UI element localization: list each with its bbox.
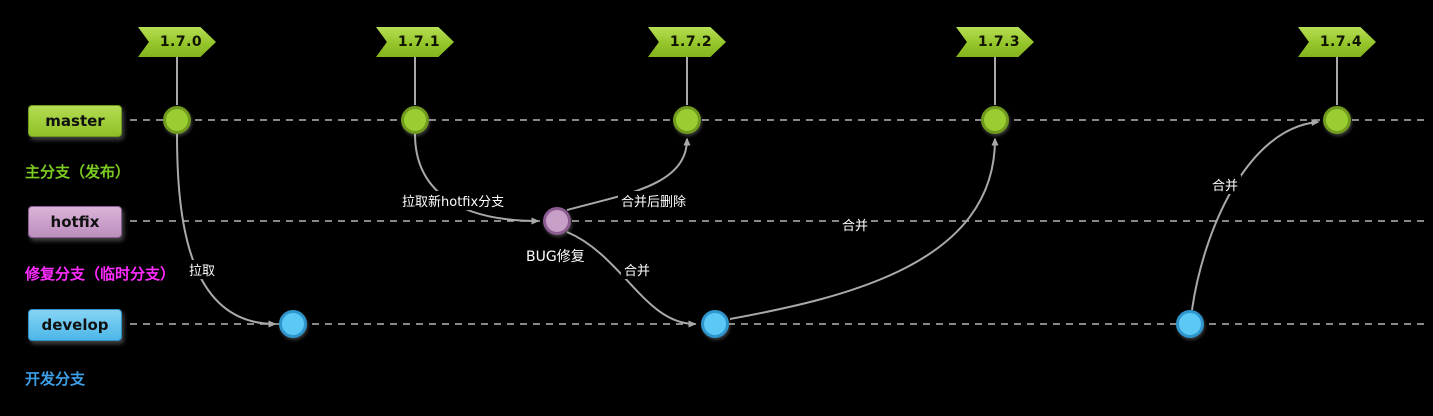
branch-label-master: master xyxy=(28,105,122,137)
commit-node-develop-1 xyxy=(279,310,307,338)
edge-label-merge-develop: 合并 xyxy=(621,260,654,279)
commit-node-master-172 xyxy=(673,106,701,134)
commit-node-master-170 xyxy=(163,106,191,134)
edge-hotfix-to-master172 xyxy=(566,137,691,211)
commit-node-hotfix-bugfix xyxy=(543,207,571,235)
commit-node-develop-2 xyxy=(701,310,729,338)
edge-label-merge-173: 合并 xyxy=(839,215,872,234)
tag-1-7-3: 1.7.3 xyxy=(956,27,1034,57)
edge-label-merge-174: 合并 xyxy=(1209,175,1242,194)
commit-node-develop-3 xyxy=(1176,310,1204,338)
commit-node-master-171 xyxy=(401,106,429,134)
branch-label-develop: develop xyxy=(28,309,122,341)
commit-node-master-174 xyxy=(1323,106,1351,134)
branch-label-hotfix: hotfix xyxy=(28,206,122,238)
edge-label-pull-hotfix: 拉取新hotfix分支 xyxy=(399,191,508,210)
branch-subtitle-master: 主分支（发布） xyxy=(25,163,131,181)
branch-subtitle-hotfix: 修复分支（临时分支） xyxy=(25,265,176,283)
hotfix-commit-caption: BUG修复 xyxy=(526,249,585,265)
tag-1-7-1: 1.7.1 xyxy=(376,27,454,57)
tag-1-7-0: 1.7.0 xyxy=(138,27,216,57)
tag-1-7-2: 1.7.2 xyxy=(648,27,726,57)
edge-label-pull: 拉取 xyxy=(186,260,219,279)
edge-label-merge-delete: 合并后删除 xyxy=(618,191,690,210)
commit-node-master-173 xyxy=(981,106,1009,134)
edge-develop-to-master174 xyxy=(1191,119,1320,311)
branch-subtitle-develop: 开发分支 xyxy=(25,370,86,388)
edge-master170-to-develop xyxy=(176,133,277,328)
edge-hotfix-to-develop xyxy=(566,231,697,328)
tag-1-7-4: 1.7.4 xyxy=(1298,27,1376,57)
edge-develop-to-master173 xyxy=(729,137,999,320)
